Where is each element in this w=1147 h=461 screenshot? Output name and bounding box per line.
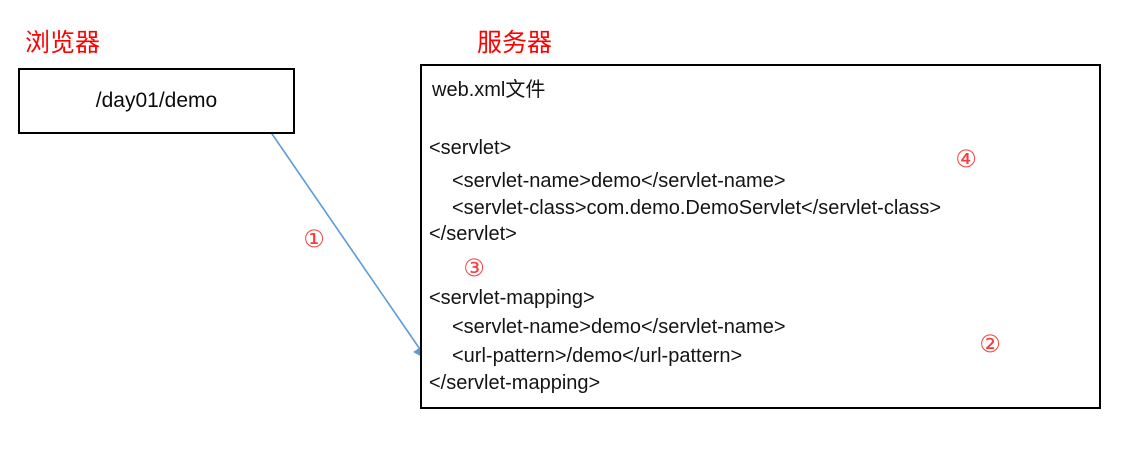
code-line: <servlet>	[429, 137, 512, 159]
browser-box: /day01/demo	[18, 68, 295, 134]
server-title: 服务器	[477, 30, 553, 57]
step-marker-1: ①	[303, 225, 325, 253]
code-line: <servlet-mapping>	[429, 287, 595, 309]
webxml-file-title: web.xml文件	[432, 79, 546, 101]
step-marker-3: ③	[463, 254, 485, 282]
browser-title: 浏览器	[25, 30, 101, 57]
code-line: </servlet>	[429, 223, 517, 245]
request-url: /day01/demo	[95, 89, 218, 112]
step-marker-4: ④	[955, 145, 977, 173]
code-line: <servlet-name>demo</servlet-name>	[452, 316, 786, 338]
code-line: <servlet-class>com.demo.DemoServlet</ser…	[452, 197, 942, 219]
server-box	[420, 64, 1101, 409]
code-line: </servlet-mapping>	[429, 372, 601, 394]
arrow-step-1	[247, 98, 428, 360]
code-line: <url-pattern>/demo</url-pattern>	[452, 345, 743, 367]
step-marker-2: ②	[979, 330, 1001, 358]
code-line: <servlet-name>demo</servlet-name>	[452, 170, 786, 192]
